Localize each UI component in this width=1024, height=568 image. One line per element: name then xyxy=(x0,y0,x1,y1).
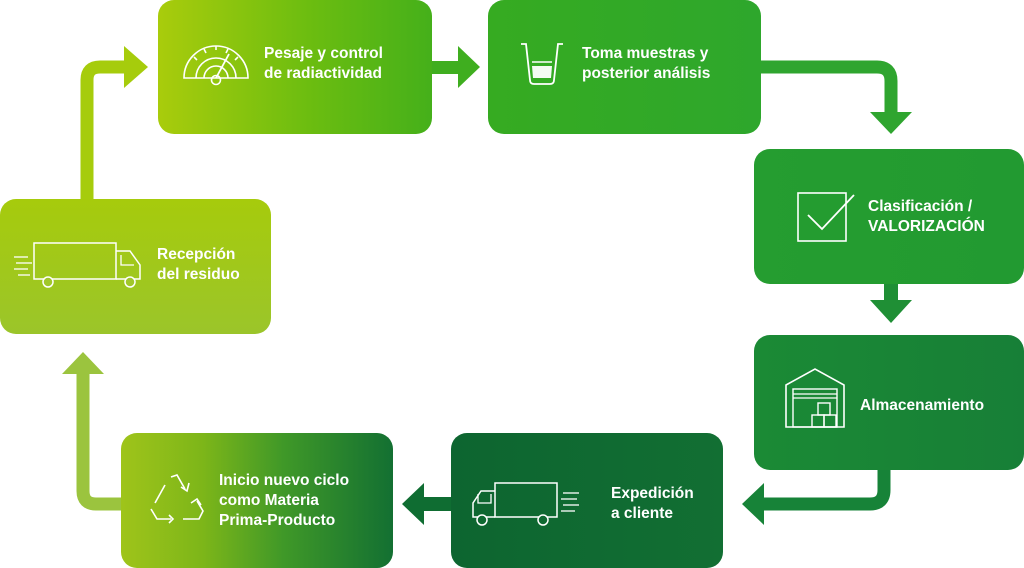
arrow-head xyxy=(124,46,148,88)
arrow-head xyxy=(870,300,912,323)
arrow-weighing-to-sampling xyxy=(430,61,462,74)
arrow-new-cycle-to-reception xyxy=(76,372,122,511)
arrow-head xyxy=(62,352,104,374)
step-label: Clasificación / VALORIZACIÓN xyxy=(868,198,985,235)
step-label: Inicio nuevo ciclo como Materia Prima-Pr… xyxy=(219,472,350,529)
checkbox-icon xyxy=(796,189,858,245)
step-new-cycle: Inicio nuevo ciclo como Materia Prima-Pr… xyxy=(121,433,393,568)
arrow-head xyxy=(402,483,424,525)
arrow-classification-to-storage xyxy=(884,283,898,303)
step-sampling: Toma muestras y posterior análisis xyxy=(488,0,761,134)
recycle-icon xyxy=(147,471,207,527)
step-classification: Clasificación / VALORIZACIÓN xyxy=(754,149,1024,284)
arrow-storage-to-dispatch xyxy=(760,470,891,511)
arrow-head xyxy=(742,483,764,525)
warehouse-icon xyxy=(784,367,846,429)
step-label: Pesaje y control de radiactividad xyxy=(264,45,383,82)
arrow-head xyxy=(870,112,912,134)
step-label: Expedición a cliente xyxy=(611,485,694,522)
truck-icon xyxy=(14,239,144,289)
step-label: Toma muestras y posterior análisis xyxy=(582,45,711,82)
step-weighing: Pesaje y control de radiactividad xyxy=(158,0,432,134)
truck-icon xyxy=(469,479,579,527)
step-reception: Recepción del residuo xyxy=(0,199,271,334)
arrow-reception-to-weighing xyxy=(80,60,130,200)
gauge-icon xyxy=(180,40,252,86)
arrow-dispatch-to-new-cycle xyxy=(420,497,452,511)
arrow-head xyxy=(458,46,480,88)
step-storage: Almacenamiento xyxy=(754,335,1024,470)
step-label: Recepción del residuo xyxy=(157,246,240,283)
arrow-sampling-to-classification xyxy=(760,60,898,114)
step-label: Almacenamiento xyxy=(860,397,985,414)
step-dispatch: Expedición a cliente xyxy=(451,433,723,568)
beaker-icon xyxy=(518,40,566,88)
